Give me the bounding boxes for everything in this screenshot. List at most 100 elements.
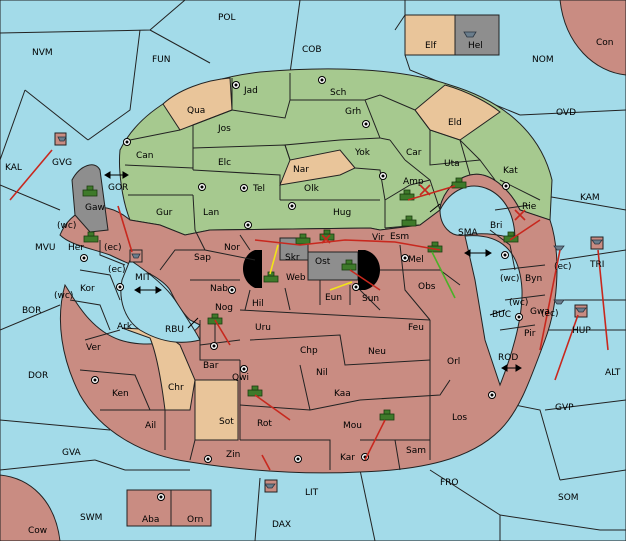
label-elc: Elc: [218, 158, 231, 168]
label-her: Her: [68, 243, 84, 253]
supply-centres: [80, 76, 523, 501]
label-byn-wc: (wc): [500, 274, 519, 284]
label-jad: Jad: [243, 86, 258, 96]
label-her-wc: (wc): [57, 221, 76, 231]
label-elf: Elf: [425, 41, 437, 51]
supply-center-icon: [288, 202, 296, 210]
territory-chr: [121, 327, 196, 411]
move-arrow: [349, 269, 381, 291]
label-gor: GOR: [108, 183, 128, 193]
army-tank-icon: [83, 231, 99, 243]
label-som: SOM: [558, 493, 579, 503]
move-arrow: [254, 239, 441, 251]
label-gwa-ec: (ec): [541, 309, 559, 319]
territory-gaw: [71, 164, 109, 233]
label-gaw: Gaw: [85, 203, 105, 213]
label-bor: BOR: [22, 306, 41, 316]
orders: [9, 149, 609, 471]
label-jos: Jos: [217, 124, 231, 134]
label-neu: Neu: [368, 347, 386, 357]
fleet-ship-icon: [575, 307, 587, 313]
label-orl: Orl: [447, 357, 460, 367]
support-arrow: [329, 281, 353, 291]
supply-center-icon: [501, 251, 509, 259]
label-kat: Kat: [503, 166, 518, 176]
supply-center-icon: [515, 313, 523, 321]
label-eld: Eld: [448, 118, 462, 128]
label-grh: Grh: [345, 107, 361, 117]
supply-center-icon: [318, 76, 326, 84]
label-gwa: Gwa: [530, 307, 550, 317]
label-qua: Qua: [187, 106, 205, 116]
label-car: Car: [406, 148, 422, 158]
label-kor-ec: (ec): [108, 265, 126, 275]
sea-sma-outer: [464, 235, 523, 387]
label-bar: Bar: [203, 361, 219, 371]
territory-eld: [414, 84, 501, 141]
label-nvm: NVM: [32, 48, 53, 58]
label-aba: Aba: [142, 515, 159, 525]
move-arrow: [554, 314, 579, 381]
label-amp: Amp: [403, 177, 424, 187]
move-arrow: [364, 419, 386, 461]
move-arrow: [261, 454, 271, 471]
label-kal: KAL: [5, 163, 22, 173]
label-nom: NOM: [532, 55, 554, 65]
label-ken: Ken: [112, 389, 129, 399]
label-sun: Sun: [362, 294, 379, 304]
army-tank-icon: [401, 215, 417, 227]
label-con: Con: [596, 38, 614, 48]
supply-center-icon: [123, 138, 131, 146]
label-rbu: RBU: [165, 325, 184, 335]
supply-center-icon: [198, 183, 206, 191]
label-sap: Sap: [194, 253, 211, 263]
label-dax: DAX: [272, 520, 291, 530]
army-tank-icon: [82, 185, 98, 197]
label-mvu: MVU: [35, 243, 56, 253]
province-borders: [69, 73, 546, 471]
move-arrow: [9, 149, 53, 201]
label-kar: Kar: [340, 453, 355, 463]
army-tank-icon: [451, 177, 467, 189]
supply-center-icon: [488, 391, 496, 399]
army-tank-icon: [341, 259, 357, 271]
fleet-ship-icon: [131, 253, 141, 259]
label-byn-ec: (ec): [554, 262, 572, 272]
supply-center-icon: [244, 221, 252, 229]
support-arrow: [269, 244, 279, 275]
label-nor: Nor: [224, 243, 240, 253]
supply-center-icon: [228, 286, 236, 294]
supply-center-icon: [80, 254, 88, 262]
move-arrow: [407, 185, 456, 201]
label-hup: HUP: [572, 326, 591, 336]
label-sot: Sot: [219, 417, 234, 427]
supply-center-icon: [352, 283, 360, 291]
label-buc: BUC: [492, 310, 511, 320]
tunnel-west: [242, 250, 262, 288]
fleet-ship-icon: [591, 239, 603, 245]
label-hel: Hel: [468, 41, 483, 51]
supply-center-icon: [240, 184, 248, 192]
label-rot: Rot: [257, 419, 272, 429]
label-mou: Mou: [343, 421, 362, 431]
territory-hel: [454, 14, 500, 56]
fleet-ship-icon: [463, 31, 477, 38]
army-tank-icon: [247, 385, 263, 397]
label-lan: Lan: [203, 208, 219, 218]
label-bri: Bri: [490, 221, 502, 231]
label-zin: Zin: [226, 450, 240, 460]
territory-sot: [194, 379, 239, 441]
move-arrow: [214, 319, 231, 346]
fleets: [57, 31, 603, 489]
territory-nar: [279, 149, 356, 186]
label-tri: TRI: [589, 260, 604, 270]
label-kor-wc: (wc): [54, 291, 73, 301]
move-arrow: [539, 249, 561, 351]
label-fun: FUN: [152, 55, 171, 65]
army-tank-icon: [399, 189, 415, 201]
label-nil: Nil: [316, 368, 328, 378]
label-pir: Pir: [524, 329, 536, 339]
label-tel: Tel: [252, 184, 265, 194]
label-sch: Sch: [330, 88, 346, 98]
